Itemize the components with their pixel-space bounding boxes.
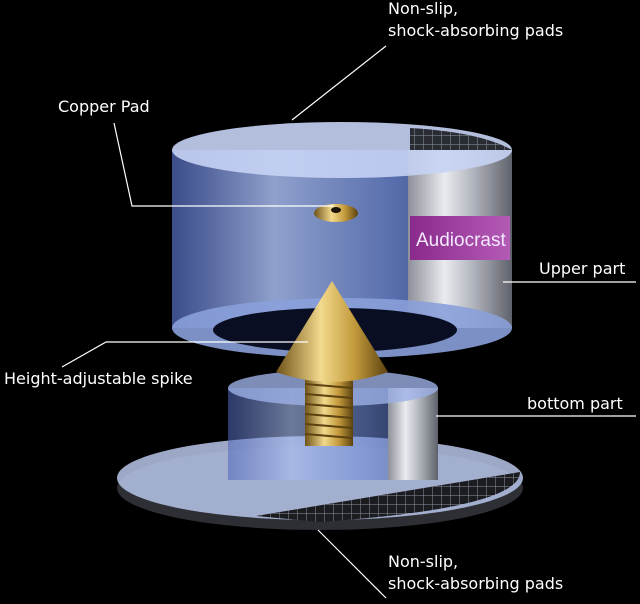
leader-line-top-pads — [292, 46, 386, 120]
label-copper-pad: Copper Pad — [58, 96, 150, 118]
label-bottom-pads-line1: Non-slip, — [388, 551, 563, 573]
label-upper-part: Upper part — [539, 258, 625, 280]
label-bottom-pads-line2: shock-absorbing pads — [388, 573, 563, 595]
label-spike: Height-adjustable spike — [4, 368, 193, 390]
label-top-pads: Non-slip, shock-absorbing pads — [388, 0, 563, 42]
label-bottom-pads: Non-slip, shock-absorbing pads — [388, 551, 563, 595]
label-top-pads-line1: Non-slip, — [388, 0, 563, 20]
leader-line-bottom-pads — [318, 530, 386, 598]
brand-logo-text: Audiocrast — [416, 230, 506, 251]
label-bottom-part: bottom part — [527, 393, 623, 415]
label-top-pads-line2: shock-absorbing pads — [388, 20, 563, 42]
